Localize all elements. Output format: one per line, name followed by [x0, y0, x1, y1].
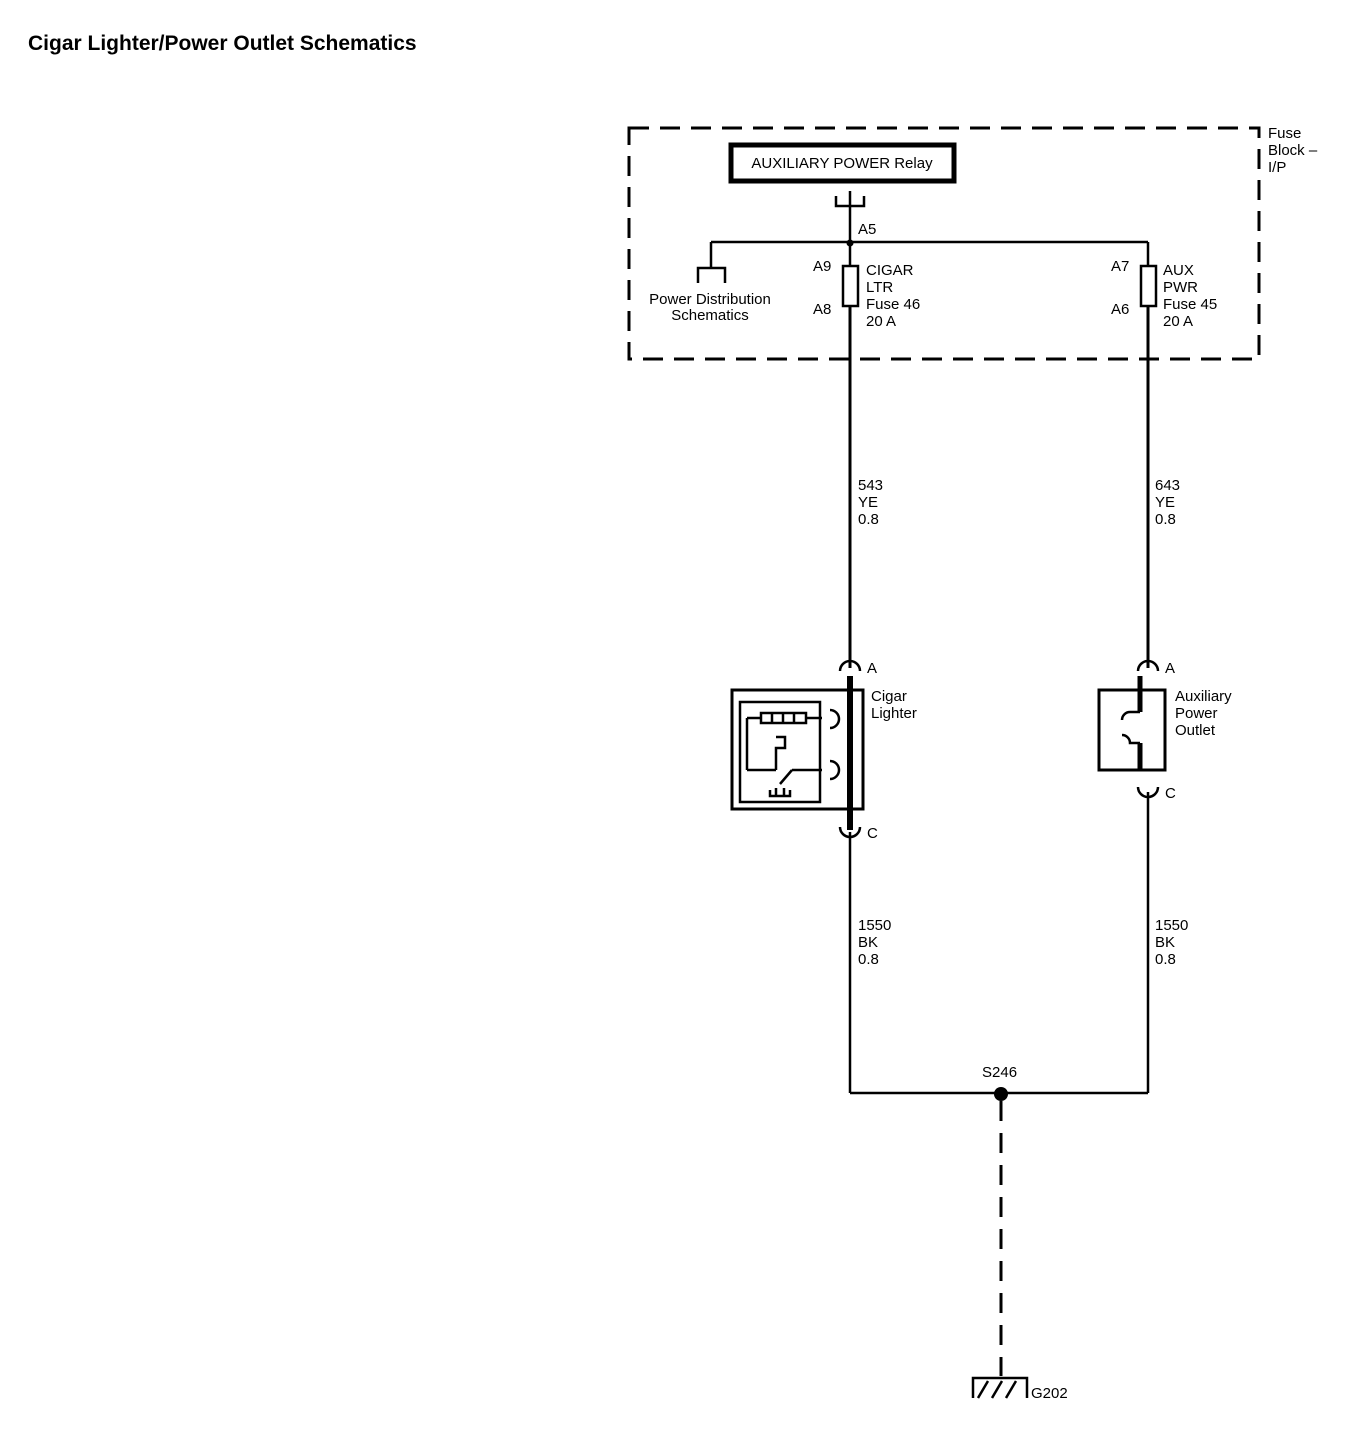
power-distribution-label: Power Distribution Schematics: [649, 291, 771, 324]
svg-text:20 A: 20 A: [1163, 313, 1193, 330]
svg-text:Power Distribution: Power Distribution: [649, 291, 771, 308]
aux-outlet-connector-a: [1136, 659, 1160, 672]
svg-text:Block –: Block –: [1268, 142, 1318, 159]
svg-text:YE: YE: [1155, 494, 1175, 511]
aux-fuse-label: AUX PWR Fuse 45 20 A: [1163, 262, 1217, 330]
cigar-fuse-pin-top: A9: [813, 258, 831, 275]
aux-pwr-fuse: [1139, 242, 1158, 308]
svg-text:20 A: 20 A: [866, 313, 896, 330]
splice-label: S246: [982, 1064, 1017, 1081]
cigar-ltr-fuse: [841, 242, 860, 308]
power-distribution-arrow: [696, 266, 727, 283]
cigar-lighter-pin-c: C: [867, 825, 878, 842]
svg-text:AUX: AUX: [1163, 262, 1194, 279]
auxiliary-power-relay: AUXILIARY POWER Relay: [728, 142, 957, 184]
svg-text:I/P: I/P: [1268, 159, 1286, 176]
svg-text:1550: 1550: [1155, 917, 1188, 934]
svg-text:CIGAR: CIGAR: [866, 262, 914, 279]
svg-text:YE: YE: [858, 494, 878, 511]
svg-text:PWR: PWR: [1163, 279, 1198, 296]
ground-label: G202: [1031, 1385, 1068, 1402]
svg-text:643: 643: [1155, 477, 1180, 494]
svg-text:BK: BK: [1155, 934, 1175, 951]
svg-text:0.8: 0.8: [858, 951, 879, 968]
svg-text:Fuse 45: Fuse 45: [1163, 296, 1217, 313]
svg-text:Lighter: Lighter: [871, 705, 917, 722]
svg-text:Cigar: Cigar: [871, 688, 907, 705]
aux-outlet-label: Auxiliary Power Outlet: [1175, 688, 1232, 739]
splice-s246: [994, 1087, 1008, 1101]
cigar-lighter-label: Cigar Lighter: [871, 688, 917, 722]
fuse-block-boundary: [627, 126, 1261, 361]
fuse-block-label: Fuse Block – I/P: [1268, 125, 1318, 176]
aux-fuse-pin-bottom: A6: [1111, 301, 1129, 318]
aux-outlet-pin-a: A: [1165, 660, 1175, 677]
svg-text:AUXILIARY POWER Relay: AUXILIARY POWER Relay: [751, 155, 933, 172]
svg-text:0.8: 0.8: [858, 511, 879, 528]
page-title: Cigar Lighter/Power Outlet Schematics: [28, 32, 417, 55]
cigar-fuse-label: CIGAR LTR Fuse 46 20 A: [866, 262, 920, 330]
svg-text:Auxiliary: Auxiliary: [1175, 688, 1232, 705]
svg-text:Outlet: Outlet: [1175, 722, 1216, 739]
svg-text:543: 543: [858, 477, 883, 494]
wire-543-label: 543 YE 0.8: [858, 477, 883, 528]
relay-pin-label: A5: [858, 221, 876, 238]
wire-1550-cigar-label: 1550 BK 0.8: [858, 917, 891, 968]
aux-fuse-pin-top: A7: [1111, 258, 1129, 275]
svg-text:Power: Power: [1175, 705, 1218, 722]
svg-text:Schematics: Schematics: [671, 307, 749, 324]
auxiliary-power-outlet: [1097, 676, 1167, 772]
cigar-lighter-connector-a: [838, 659, 862, 672]
cigar-lighter: [730, 688, 865, 811]
wire-1550-aux-label: 1550 BK 0.8: [1155, 917, 1188, 968]
svg-text:0.8: 0.8: [1155, 951, 1176, 968]
svg-text:LTR: LTR: [866, 279, 893, 296]
svg-text:1550: 1550: [858, 917, 891, 934]
cigar-lighter-pin-a: A: [867, 660, 877, 677]
svg-text:Fuse 46: Fuse 46: [866, 296, 920, 313]
svg-text:Fuse: Fuse: [1268, 125, 1301, 142]
svg-text:BK: BK: [858, 934, 878, 951]
cigar-fuse-pin-bottom: A8: [813, 301, 831, 318]
wire-643-label: 643 YE 0.8: [1155, 477, 1180, 528]
ground-g202: [971, 1376, 1029, 1399]
aux-outlet-pin-c: C: [1165, 785, 1176, 802]
svg-text:0.8: 0.8: [1155, 511, 1176, 528]
